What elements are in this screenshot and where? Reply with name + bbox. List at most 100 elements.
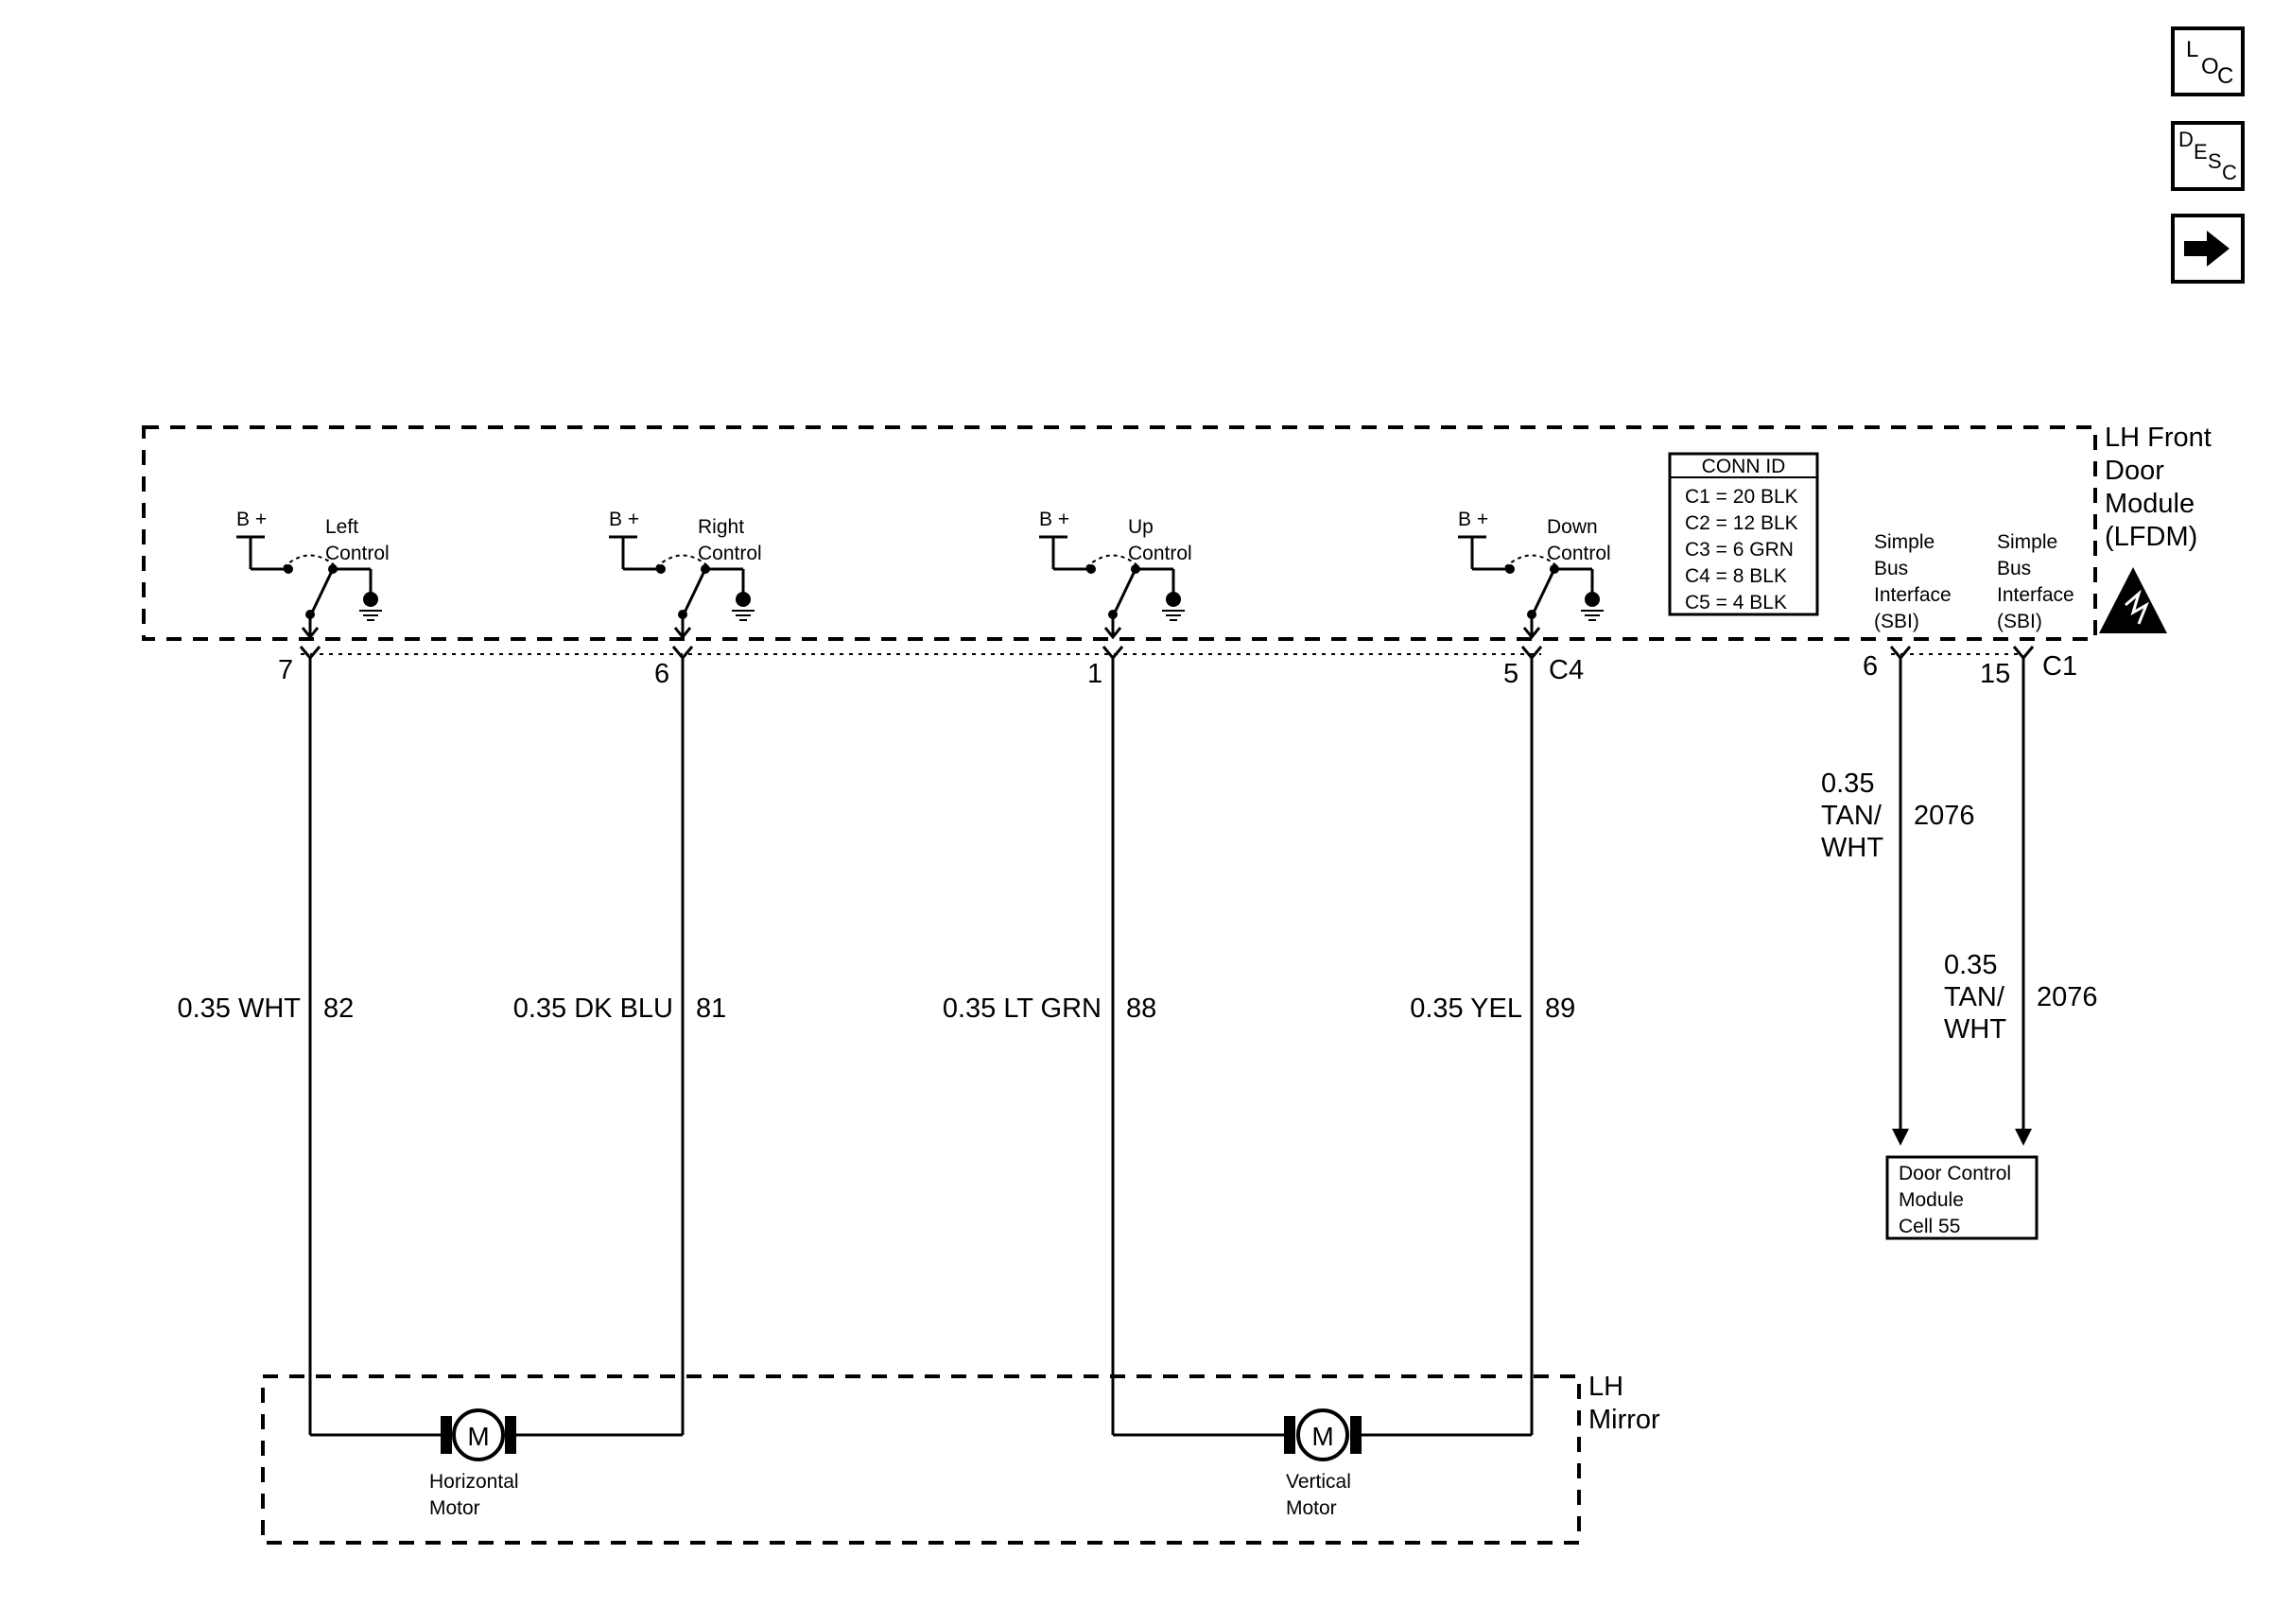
wire-89: 0.35 YEL 89 [1410, 658, 1575, 1435]
lh-mirror-title: LH Mirror [1588, 1372, 1660, 1435]
motor-symbol: M [467, 1422, 489, 1451]
sbi-wire-spec-line-3: WHT [1821, 833, 1883, 863]
sbi-label-right: Simple Bus Interface (SBI) [1997, 531, 2074, 632]
conn-id-row: C5 = 4 BLK [1685, 592, 1787, 613]
motor-label-line-1: Horizontal [429, 1471, 519, 1493]
sbi-wire-circuit: 2076 [2037, 982, 2098, 1012]
door-control-line-1: Door Control [1899, 1163, 2011, 1184]
bplus-label: B + [1458, 509, 1488, 530]
sbi-wire-circuit: 2076 [1914, 801, 1975, 831]
desc-button[interactable]: D E S C [2171, 121, 2245, 191]
sbi-left-line-2: Bus [1874, 558, 1908, 579]
sbi-wire-spec-line-1: 0.35 [1821, 769, 1874, 799]
lfdm-title-line-3: Module [2105, 489, 2195, 519]
down-control-switch: B + Down Control [1458, 509, 1611, 640]
sbi-right-line-3: Interface [1997, 584, 2074, 606]
c1-pin-15: 15 C1 [1980, 646, 2077, 689]
right-control-switch: B + Right Control [609, 509, 762, 640]
sbi-right-line-2: Bus [1997, 558, 2031, 579]
conn-id-row: C3 = 6 GRN [1685, 539, 1794, 561]
c4-connector-label: C4 [1549, 655, 1584, 685]
wire-spec: 0.35 LT GRN [943, 993, 1102, 1024]
sbi-left-line-3: Interface [1874, 584, 1952, 606]
conn-id-row: C2 = 12 BLK [1685, 512, 1798, 534]
switch-label-line-2: Control [325, 543, 390, 564]
desc-letter-e: E [2194, 140, 2208, 164]
wire-88: 0.35 LT GRN 88 [943, 658, 1156, 1435]
ground-icon [732, 592, 755, 621]
desc-letter-c: C [2222, 161, 2237, 184]
switch-label-line-2: Control [1128, 543, 1192, 564]
loc-letter-o: O [2201, 54, 2219, 79]
ground-icon [1162, 592, 1185, 621]
door-control-line-3: Cell 55 [1899, 1216, 1960, 1237]
c4-pin-5: 5 C4 [1503, 646, 1584, 689]
esd-warning-icon [2099, 567, 2167, 633]
c4-pin-7: 7 [278, 646, 321, 685]
horizontal-motor: M Horizontal Motor [310, 1408, 683, 1519]
bplus-label: B + [1039, 509, 1069, 530]
motor-label-line-1: Vertical [1286, 1471, 1351, 1493]
next-arrow-button[interactable] [2171, 214, 2245, 284]
sbi-label-left: Simple Bus Interface (SBI) [1874, 531, 1952, 632]
bplus-label: B + [609, 509, 639, 530]
switch-label-line-2: Control [1547, 543, 1611, 564]
sbi-wire-spec-line-1: 0.35 [1944, 950, 1997, 980]
switch-label-line-1: Up [1128, 516, 1154, 538]
desc-letter-s: S [2208, 149, 2222, 173]
vertical-motor: M Vertical Motor [1113, 1408, 1532, 1519]
switch-label-line-1: Right [698, 516, 744, 538]
c4-pin-6: 6 [654, 646, 694, 689]
right-arrow-icon [2184, 231, 2230, 267]
wire-spec: 0.35 WHT [177, 993, 301, 1024]
motor-icon [452, 1408, 505, 1461]
c1-connector-label: C1 [2042, 651, 2077, 682]
sbi-left-line-1: Simple [1874, 531, 1935, 553]
loc-button[interactable]: L O C [2171, 26, 2245, 96]
pin-number: 7 [278, 655, 293, 685]
switch-label-line-2: Control [698, 543, 762, 564]
ground-icon [1581, 592, 1604, 621]
desc-letter-d: D [2178, 128, 2194, 151]
sbi-wire-2: 0.35 TAN/ WHT 2076 [1944, 658, 2098, 1146]
motor-symbol: M [1311, 1422, 1333, 1451]
wire-circuit: 81 [696, 993, 726, 1024]
mirror-title-line-1: LH [1588, 1372, 1623, 1402]
sbi-wire-spec-line-3: WHT [1944, 1014, 2006, 1045]
conn-id-row: C1 = 20 BLK [1685, 486, 1798, 508]
wire-spec: 0.35 DK BLU [513, 993, 673, 1024]
c4-pin-1: 1 [1087, 646, 1124, 689]
lfdm-title-line-4: (LFDM) [2105, 522, 2197, 552]
motor-label-line-2: Motor [429, 1497, 480, 1519]
loc-letter-c: C [2217, 63, 2233, 89]
lfdm-title-line-1: LH Front [2105, 423, 2212, 453]
left-control-switch: B + Left Control [236, 509, 390, 640]
conn-id-row: C4 = 8 BLK [1685, 565, 1787, 587]
lfdm-module-box [142, 425, 2097, 641]
switch-label-line-1: Left [325, 516, 358, 538]
conn-id-table: CONN ID C1 = 20 BLK C2 = 12 BLK C3 = 6 G… [1668, 452, 1819, 616]
sbi-wire-spec-line-2: TAN/ [1821, 801, 1883, 831]
door-control-line-2: Module [1899, 1189, 1964, 1211]
door-control-module-link[interactable]: Door Control Module Cell 55 [1885, 1155, 2039, 1240]
c1-pin-6: 6 [1863, 646, 1912, 682]
motor-label-line-2: Motor [1286, 1497, 1337, 1519]
pin-number: 1 [1087, 659, 1102, 689]
motor-icon [1296, 1408, 1349, 1461]
switch-label-line-1: Down [1547, 516, 1598, 538]
pin-number: 5 [1503, 659, 1518, 689]
pin-number: 15 [1980, 659, 2010, 689]
wire-circuit: 89 [1545, 993, 1575, 1024]
wire-circuit: 82 [323, 993, 354, 1024]
wire-circuit: 88 [1126, 993, 1156, 1024]
loc-letter-l: L [2186, 37, 2198, 62]
up-control-switch: B + Up Control [1039, 509, 1192, 640]
mirror-title-line-2: Mirror [1588, 1405, 1660, 1435]
lfdm-title: LH Front Door Module (LFDM) [2105, 423, 2212, 552]
lfdm-title-line-2: Door [2105, 456, 2164, 486]
sbi-right-line-1: Simple [1997, 531, 2057, 553]
wire-82: 0.35 WHT 82 [177, 658, 354, 1435]
conn-id-header: CONN ID [1702, 456, 1786, 477]
bplus-label: B + [236, 509, 267, 530]
